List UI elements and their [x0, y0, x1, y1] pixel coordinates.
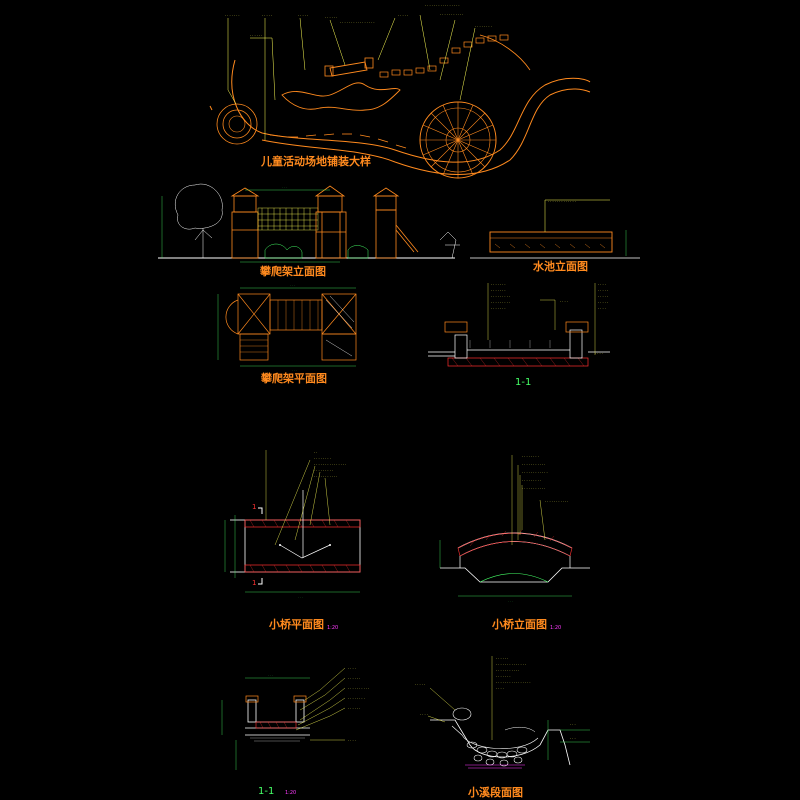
svg-text:· · ·: · · ·: [292, 368, 297, 372]
creek-section-title: 小溪段面图: [467, 785, 523, 799]
svg-text:· · · · · ·: · · · · · ·: [325, 16, 337, 20]
pool-section-1-1: · · · · · · · · · · · · · · · · · · · · ·…: [428, 283, 610, 388]
svg-text:· · · · · · · ·: · · · · · · · ·: [522, 455, 539, 459]
svg-text:· ·: · ·: [314, 451, 317, 455]
svg-text:· · · · · · · · · · ·: · · · · · · · · · · ·: [496, 669, 519, 673]
svg-text:· · · · · · · · · · · · · · ·: · · · · · · · · · · · · · · · ·: [496, 681, 531, 685]
svg-text:· · ·: · · ·: [282, 185, 287, 189]
svg-text:· · ·: · · ·: [290, 283, 295, 287]
svg-text:· · · · · · · ·: · · · · · · · ·: [475, 25, 492, 29]
svg-text:· · · · · · ·: · · · · · · ·: [225, 14, 239, 18]
svg-text:· · · ·: · · · ·: [598, 307, 606, 311]
svg-text:· · · · · · · · · · ·: · · · · · · · · · · ·: [440, 13, 463, 17]
bridge-plan-scale: 1:20: [327, 625, 338, 631]
climbing-frame-elevation: · · · · · · 攀爬架立面图: [158, 183, 460, 278]
climbing-frame-plan-title: 攀爬架平面图: [260, 371, 327, 385]
svg-text:· · ·: · · ·: [285, 265, 290, 269]
svg-text:· · · · · · · · · · · ·: · · · · · · · · · · · ·: [522, 471, 548, 475]
svg-text:· · · · · · · ·: · · · · · · · ·: [314, 457, 331, 461]
svg-text:· · · · · · · · · · ·: · · · · · · · · · · ·: [522, 463, 545, 467]
svg-text:· · · ·: · · · ·: [598, 283, 606, 287]
climbing-frame-plan: · · · · · · 攀爬架平面图: [217, 283, 357, 385]
svg-text:· · · · · · · · · · ·: · · · · · · · · · · ·: [314, 475, 337, 479]
bridge-plan-section-mark-top: 1: [252, 503, 256, 511]
svg-text:· · · · · ·: · · · · · ·: [348, 707, 360, 711]
svg-text:· · · · ·: · · · · ·: [398, 14, 408, 18]
svg-text:· · · ·: · · · ·: [348, 739, 356, 743]
svg-text:· · · · · · · · · · · · · · ·: · · · · · · · · · · · · · · ·: [314, 463, 346, 467]
svg-text:· · · · · · · · ·: · · · · · · · · ·: [491, 301, 510, 305]
svg-text:· · · ·: · · · ·: [560, 300, 568, 304]
svg-text:· · · ·: · · · ·: [348, 667, 356, 671]
bridge-section-1-1: · · · · · · · · · · · · · · · · · · · · · …: [221, 667, 369, 797]
pool-elevation-title: 水池立面图: [533, 259, 588, 273]
svg-text:· · · · · · ·: · · · · · · ·: [491, 307, 505, 311]
svg-text:· · ·: · · ·: [508, 599, 513, 603]
svg-text:· · · · ·: · · · · ·: [262, 14, 272, 18]
svg-text:· · · · · · · · · · · · · · ·: · · · · · · · · · · · · · · · ·: [340, 21, 375, 25]
creek-section: · · · · · · · · · · · · · · · · · · · · ·…: [415, 656, 590, 799]
svg-text:· · · · · · · · ·: · · · · · · · · ·: [314, 469, 333, 473]
pool-section-label: 1-1: [515, 377, 531, 388]
svg-text:· · ·: · · ·: [570, 723, 576, 727]
bridge-section-label: 1-1: [258, 786, 274, 797]
bridge-plan: 1 1 · · · · · · · · · · · · · · · · · · ·…: [224, 450, 361, 631]
bridge-section-scale: 1:20: [285, 790, 296, 796]
svg-text:· · ·: · · ·: [570, 737, 576, 741]
svg-text:· · · · · · · · ·: · · · · · · · · ·: [522, 479, 541, 483]
playground-title: 儿童活动场地铺装大样: [260, 154, 371, 168]
svg-text:· · · · · · ·: · · · · · · ·: [491, 283, 505, 287]
bridge-plan-title: 小桥平面图: [268, 617, 324, 631]
svg-text:· · · · ·: · · · · ·: [298, 14, 308, 18]
svg-text:· · · · · · · · · · ·: · · · · · · · · · · ·: [522, 487, 545, 491]
pool-elevation: · · · · · · · · · · · · · 水池立面图: [470, 199, 640, 273]
svg-text:· · · ·: · · · ·: [496, 687, 504, 691]
svg-text:· · · · · ·: · · · · · ·: [250, 34, 262, 38]
bridge-elevation: · · · · · · · · · · · · · · · · · · · · ·…: [439, 455, 590, 631]
svg-text:· · · · · · · · · · ·: · · · · · · · · · · ·: [545, 500, 568, 504]
bridge-elevation-scale: 1:20: [550, 625, 561, 631]
svg-text:· · · · · · · · · · · · · · ·: · · · · · · · · · · · · · · · ·: [425, 4, 460, 8]
svg-text:· · · · ·: · · · · ·: [598, 295, 608, 299]
svg-text:· · · · ·: · · · · ·: [598, 289, 608, 293]
svg-text:· · · · · · · · · ·: · · · · · · · · · ·: [348, 687, 369, 691]
svg-text:· · · · · ·: · · · · · ·: [496, 657, 508, 661]
svg-text:· · · · ·: · · · · ·: [598, 301, 608, 305]
svg-text:· · ·: · · ·: [268, 673, 273, 677]
playground-paving-plan: · · · · · · · · · · · · · · · · · · · · · …: [209, 4, 591, 179]
svg-text:· · · ·: · · · ·: [595, 352, 603, 356]
svg-text:· · · · ·: · · · · ·: [415, 683, 425, 687]
svg-text:· · · · · · ·: · · · · · · ·: [491, 289, 505, 293]
svg-text:· · ·: · · ·: [298, 595, 303, 599]
svg-text:· · · · · · · · ·: · · · · · · · · ·: [491, 295, 510, 299]
bridge-plan-section-mark-bottom: 1: [252, 579, 256, 587]
svg-text:· · · · · · · · · · · · · ·: · · · · · · · · · · · · · ·: [496, 663, 526, 667]
svg-text:· · · · · · ·: · · · · · · ·: [496, 675, 510, 679]
svg-text:· · · ·: · · · ·: [420, 713, 428, 717]
climbing-frame-elevation-title: 攀爬架立面图: [259, 264, 326, 278]
svg-text:· · · · · · · ·: · · · · · · · ·: [348, 697, 365, 701]
svg-text:· · · · · ·: · · · · · ·: [348, 677, 360, 681]
bridge-elevation-title: 小桥立面图: [491, 617, 547, 631]
svg-text:· · · · · · · · · · · · ·: · · · · · · · · · · · · ·: [548, 200, 576, 204]
